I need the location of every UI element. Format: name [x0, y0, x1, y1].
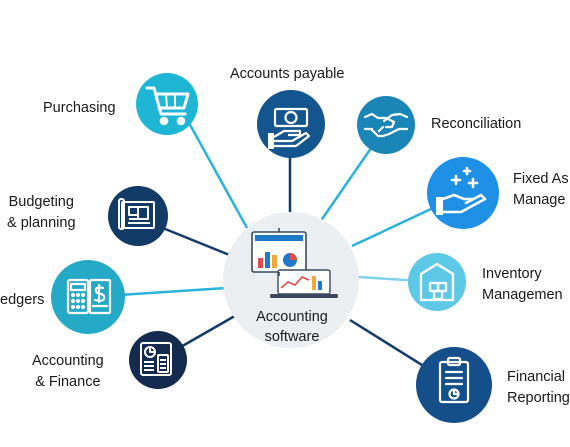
label-reconciliation-line1: Reconciliation — [431, 116, 522, 132]
node-financial-reporting — [416, 347, 492, 423]
node-reconciliation — [357, 96, 415, 154]
label-ledgers-line1: edgers — [0, 292, 45, 308]
center-node: Accounting software — [223, 212, 359, 348]
satellite-nodes — [51, 73, 499, 423]
label-accounts-payable-line1: Accounts payable — [230, 66, 345, 82]
node-accounting-finance — [129, 331, 187, 389]
label-accounting-finance: Accounting & Finance — [32, 351, 104, 393]
handshake-icon — [363, 112, 409, 138]
label-reconciliation: Reconciliation — [431, 114, 521, 135]
center-label-line1: Accounting — [256, 309, 328, 325]
label-budgeting-line2: & planning — [7, 215, 76, 231]
center-label-line2: software — [265, 329, 320, 345]
laptop-presentation-icon — [251, 228, 338, 298]
node-fixed-assets — [427, 157, 499, 229]
shopping-cart-icon — [145, 86, 190, 126]
label-inventory-line2: Managemen — [482, 287, 563, 303]
label-purchasing-line1: Purchasing — [43, 100, 116, 116]
label-financial-reporting-line2: Reporting — [507, 390, 570, 406]
label-inventory: Inventory Managemen — [482, 264, 563, 306]
ledger-calculator-icon — [66, 278, 112, 315]
node-budgeting — [108, 186, 168, 246]
hand-plus-icon — [436, 166, 487, 215]
label-accounting-finance-line2: & Finance — [35, 374, 101, 390]
label-budgeting: Budgeting & planning — [7, 192, 76, 234]
blueprint-icon — [118, 198, 155, 230]
label-budgeting-line1: Budgeting — [8, 194, 74, 210]
label-accounts-payable: Accounts payable — [230, 64, 344, 85]
label-ledgers: edgers — [0, 290, 44, 311]
label-financial-reporting-line1: Financial — [507, 369, 566, 385]
warehouse-icon — [419, 262, 455, 302]
label-fixed-assets-line2: Manage — [513, 192, 566, 208]
node-purchasing — [136, 73, 198, 135]
label-accounting-finance-line1: Accounting — [32, 353, 104, 369]
label-purchasing: Purchasing — [43, 98, 116, 119]
node-ledgers — [51, 260, 125, 334]
label-inventory-line1: Inventory — [482, 266, 542, 282]
money-hand-icon — [268, 107, 311, 149]
label-fixed-assets: Fixed As Manage — [513, 169, 569, 211]
calculator-chart-icon — [140, 342, 172, 376]
report-clipboard-icon — [438, 356, 470, 404]
label-financial-reporting: Financial Reporting — [507, 367, 570, 409]
label-fixed-assets-line1: Fixed As — [513, 171, 569, 187]
node-inventory — [408, 253, 466, 311]
node-accounts-payable — [257, 90, 325, 158]
